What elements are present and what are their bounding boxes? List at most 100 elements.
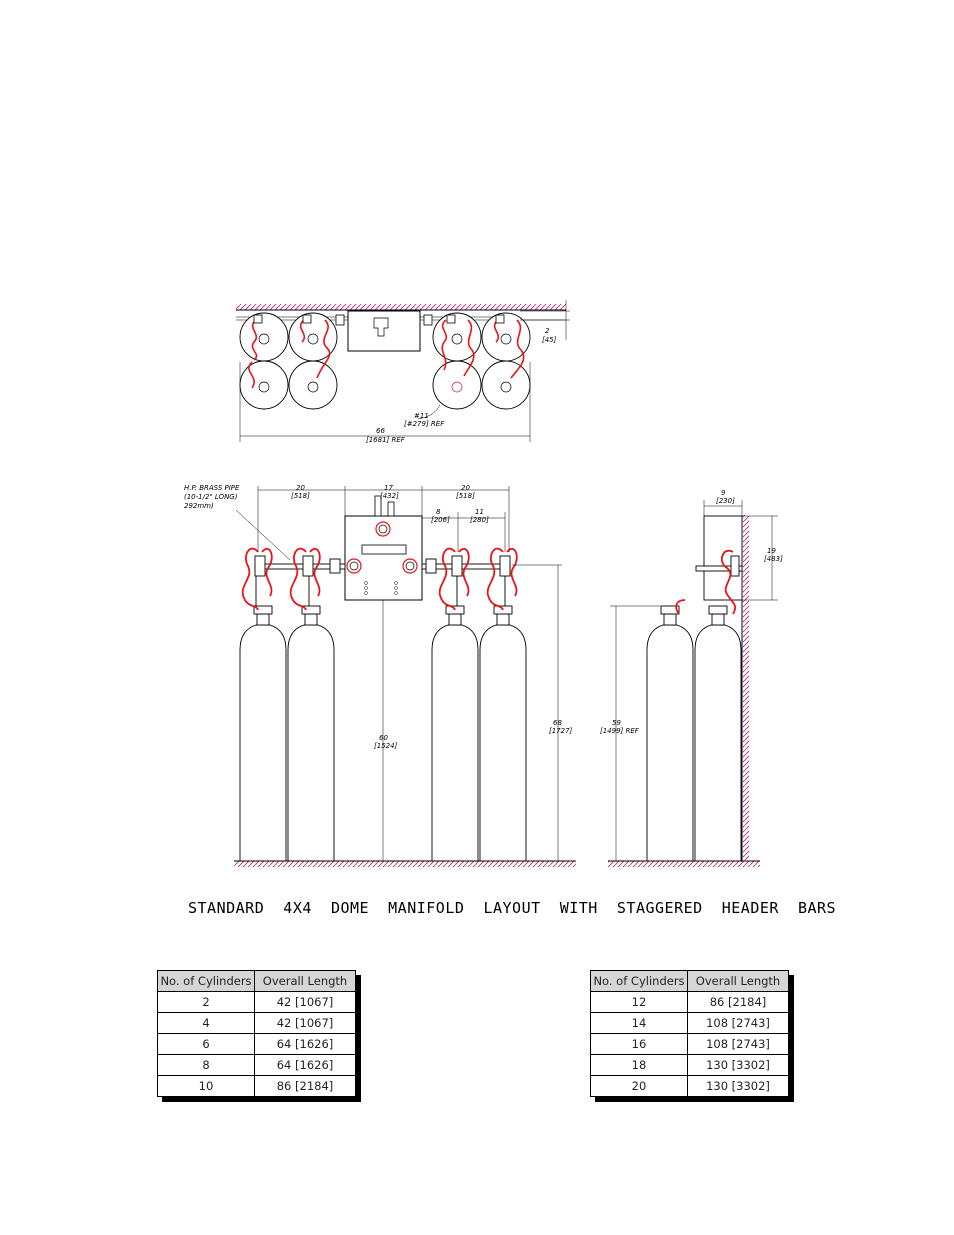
cell-length: 86 [2184]: [254, 1075, 356, 1097]
dim-manifold-width-metric: [432]: [380, 492, 399, 500]
floor-hatch-side: [608, 861, 760, 867]
cell-cylinders: 8: [157, 1054, 255, 1076]
dim-plan-overall-metric: [1681] REF: [366, 436, 406, 444]
dim-plan-overall: 66: [376, 427, 385, 435]
cell-length: 86 [2184]: [687, 991, 789, 1013]
pigtail-plan: [316, 319, 331, 379]
outlet-gauge: [375, 521, 391, 537]
dim-total-height-metric: [1727]: [549, 727, 573, 735]
cylinder-front: [287, 624, 335, 862]
table-row: 18 130 [3302]: [590, 1054, 789, 1076]
dim-side-box-height: 19: [767, 547, 776, 555]
cylinder-front: [431, 624, 479, 862]
table-row: 6 64 [1626]: [157, 1033, 356, 1055]
table-row: 20 130 [3302]: [590, 1075, 789, 1097]
cylinder-plan: [432, 360, 482, 410]
wall-hatch-side: [743, 515, 749, 861]
table-header-length: Overall Length: [254, 970, 356, 992]
pigtail-plan: [299, 319, 306, 343]
table-row: 14 108 [2743]: [590, 1012, 789, 1034]
cell-cylinders: 12: [590, 991, 688, 1013]
dim-plan-depth-metric: [45]: [542, 336, 557, 344]
cell-length: 42 [1067]: [254, 1012, 356, 1034]
cell-length: 64 [1626]: [254, 1033, 356, 1055]
dim-offset-b: 11: [475, 508, 484, 516]
manifold-display: [361, 544, 407, 555]
cell-cylinders: 20: [590, 1075, 688, 1097]
dim-side-cylinder-height: 59: [612, 719, 621, 727]
cylinder-plan: [288, 360, 338, 410]
pigtail-front: [241, 547, 259, 611]
pigtail-plan: [510, 319, 525, 379]
pigtail-plan: [441, 319, 448, 371]
drawing-caption: STANDARD 4X4 DOME MANIFOLD LAYOUT WITH S…: [188, 899, 837, 917]
cell-cylinders: 10: [157, 1075, 255, 1097]
dim-right-span: 20: [461, 484, 470, 492]
cell-length: 42 [1067]: [254, 991, 356, 1013]
table-row: 10 86 [2184]: [157, 1075, 356, 1097]
dim-side-depth: 9: [721, 489, 726, 497]
table-header-length: Overall Length: [687, 970, 789, 992]
pigtail-front: [438, 547, 456, 611]
cylinder-front: [479, 624, 527, 862]
length-table-right: No. of Cylinders Overall Length 12 86 [2…: [590, 970, 794, 1102]
cell-cylinders: 18: [590, 1054, 688, 1076]
dim-side-cylinder-height-metric: [1499] REF: [600, 727, 640, 735]
cell-cylinders: 4: [157, 1012, 255, 1034]
dim-left-span: 20: [296, 484, 305, 492]
cylinder-plan: [239, 312, 289, 362]
dim-plan-cylinder: #11: [414, 412, 429, 420]
pigtail-side: [675, 599, 686, 615]
pigtail-plan: [251, 319, 258, 361]
dim-left-span-metric: [518]: [291, 492, 310, 500]
cylinder-plan: [239, 360, 289, 410]
table-row: 12 86 [2184]: [590, 991, 789, 1013]
cell-cylinders: 14: [590, 1012, 688, 1034]
cylinder-plan: [481, 360, 531, 410]
pigtail-plan: [248, 361, 255, 389]
cylinder-front: [239, 624, 287, 862]
pigtail-plan: [463, 319, 475, 377]
pigtail-side: [720, 549, 737, 615]
dim-offset-a: 8: [436, 508, 441, 516]
cell-cylinders: 6: [157, 1033, 255, 1055]
cell-length: 64 [1626]: [254, 1054, 356, 1076]
front-view: H.P. BRASS PIPE (10-1/2" LONG) 292mm) 20…: [184, 484, 576, 867]
table-header-cylinders: No. of Cylinders: [590, 970, 688, 992]
cell-length: 130 [3302]: [687, 1075, 789, 1097]
dim-side-box-height-metric: [483]: [764, 555, 783, 563]
length-table-left: No. of Cylinders Overall Length 2 42 [10…: [157, 970, 361, 1102]
table-row: 2 42 [1067]: [157, 991, 356, 1013]
table-row: 8 64 [1626]: [157, 1054, 356, 1076]
side-view: 9 [230] 19 [483] 59 [1499] REF: [600, 489, 783, 867]
cylinder-side: [694, 624, 742, 862]
wall-hatch-top: [236, 304, 566, 310]
table-header-cylinders: No. of Cylinders: [157, 970, 255, 992]
cell-length: 108 [2743]: [687, 1033, 789, 1055]
top-view: 2 [45] #11 [#279] REF 66 [1681] REF: [236, 300, 570, 444]
dim-plan-depth: 2: [545, 327, 550, 335]
dim-manifold-width: 17: [384, 484, 393, 492]
dim-plan-cylinder-metric: [#279] REF: [404, 420, 445, 428]
cylinder-side: [646, 624, 694, 862]
table-row: 16 108 [2743]: [590, 1033, 789, 1055]
dim-mount-height-metric: [1524]: [374, 742, 398, 750]
pipe-label-line3: 292mm): [184, 502, 214, 510]
cell-length: 130 [3302]: [687, 1054, 789, 1076]
pipe-label-line2: (10-1/2" LONG): [184, 493, 238, 501]
right-bank-gauge: [402, 558, 418, 574]
pigtail-front: [289, 547, 307, 611]
dim-mount-height: 60: [379, 734, 388, 742]
cell-length: 108 [2743]: [687, 1012, 789, 1034]
cell-cylinders: 16: [590, 1033, 688, 1055]
pigtail-front: [486, 547, 504, 611]
cell-cylinders: 2: [157, 991, 255, 1013]
dim-offset-b-metric: [280]: [470, 516, 489, 524]
table-row: 4 42 [1067]: [157, 1012, 356, 1034]
dim-side-depth-metric: [230]: [716, 497, 735, 505]
dim-offset-a-metric: [206]: [431, 516, 450, 524]
dim-total-height: 68: [553, 719, 562, 727]
dim-right-span-metric: [518]: [456, 492, 475, 500]
floor-hatch-front: [234, 861, 576, 867]
